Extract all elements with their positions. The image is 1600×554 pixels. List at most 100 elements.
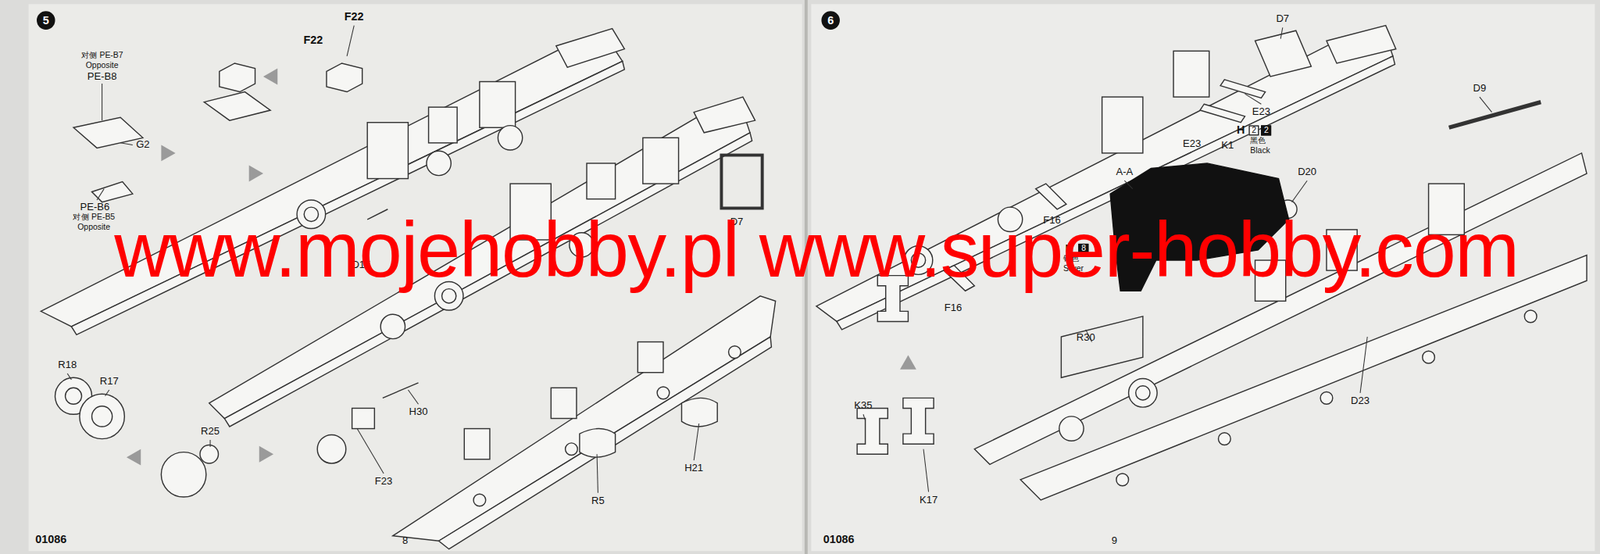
kit-number: 01086 <box>35 533 67 546</box>
part-number: H21 <box>684 463 704 475</box>
part-note: 对侧 PE-B5 <box>72 213 115 222</box>
loose-parts <box>382 382 419 399</box>
leader-line <box>923 449 929 493</box>
part-number: K35 <box>853 400 872 412</box>
chassis-frame <box>586 163 616 200</box>
chassis-frame <box>1116 473 1129 486</box>
part-number: D20 <box>1297 167 1317 179</box>
chassis-frame <box>728 346 742 359</box>
chassis-frame <box>1422 350 1436 364</box>
chassis-frame <box>392 296 776 541</box>
part-number: PE-B6 <box>80 201 111 213</box>
chassis-frame <box>637 342 664 373</box>
part-number: R30 <box>1076 332 1096 343</box>
leader-line <box>1124 180 1133 189</box>
loose-parts <box>721 155 762 209</box>
chassis-frame <box>1020 255 1587 500</box>
chassis-frame <box>1524 310 1537 323</box>
leader-line <box>105 389 110 397</box>
chassis-frame <box>657 386 670 400</box>
kit-number: 01086 <box>823 533 855 546</box>
chassis-frame <box>1102 96 1143 154</box>
part-number: F16 <box>944 303 963 315</box>
direction-arrow <box>160 144 175 161</box>
loose-parts <box>1220 79 1265 99</box>
leader-line <box>346 25 354 57</box>
loose-parts <box>65 387 83 404</box>
page-number: 9 <box>1111 535 1118 547</box>
leader-line <box>210 439 211 447</box>
loose-parts <box>681 397 718 427</box>
loose-parts <box>203 92 271 122</box>
part-number: R18 <box>57 360 77 372</box>
loose-parts <box>1200 103 1245 123</box>
chassis-frame <box>442 289 457 304</box>
leader-line <box>120 142 133 146</box>
paint-code: 2 <box>1260 125 1272 136</box>
loose-parts <box>92 181 133 202</box>
loose-parts <box>79 393 125 439</box>
chassis-frame <box>1128 378 1158 408</box>
leader-line <box>1280 27 1283 39</box>
leader-line <box>693 423 700 461</box>
paint-note: 黑色 <box>1250 136 1267 146</box>
direction-arrow <box>126 449 141 466</box>
loose-parts <box>73 117 143 148</box>
leader-line <box>863 414 866 421</box>
paint-code: 2 <box>1248 125 1260 136</box>
loose-parts <box>200 444 219 464</box>
loose-parts <box>579 428 616 458</box>
leader-line <box>96 189 104 200</box>
chassis-frame <box>556 28 625 68</box>
loose-parts <box>326 63 363 93</box>
part-number: F22 <box>303 35 324 47</box>
chassis-frame <box>71 60 625 335</box>
part-number: F23 <box>375 476 393 488</box>
paint-note: Black <box>1250 146 1271 156</box>
part-number: D23 <box>1350 395 1370 407</box>
chassis-frame <box>1218 432 1232 446</box>
loose-parts <box>55 30 1542 497</box>
direction-arrow <box>249 165 264 183</box>
chassis-frame <box>550 387 577 418</box>
leader-line <box>1360 336 1368 393</box>
loose-parts <box>1060 316 1143 378</box>
part-number: E23 <box>1182 138 1201 150</box>
chassis-frame <box>1135 385 1150 400</box>
loose-parts <box>903 397 934 444</box>
part-number: F22 <box>344 11 365 24</box>
chassis-frame <box>479 81 516 128</box>
direction-arrow <box>900 355 917 370</box>
chassis-frame <box>693 96 755 133</box>
page-number: 8 <box>402 535 408 547</box>
paint-code: H <box>1236 125 1245 137</box>
chassis-frame <box>642 137 679 184</box>
part-note: 对侧 PE-B7 <box>81 51 124 61</box>
part-number: D9 <box>1473 83 1487 95</box>
chassis-frame <box>1320 392 1333 405</box>
loose-parts <box>1255 30 1312 77</box>
loose-parts <box>219 63 256 93</box>
loose-parts <box>352 407 375 429</box>
chassis-frame <box>473 493 486 507</box>
leader-line <box>1244 93 1261 104</box>
part-number: R17 <box>100 376 119 388</box>
loose-parts <box>317 434 347 464</box>
leader-line <box>67 373 72 380</box>
leader-line <box>101 83 103 121</box>
loose-parts <box>92 406 113 427</box>
section-label: A-A <box>1115 167 1133 179</box>
chassis-frame <box>439 336 772 550</box>
part-number: E23 <box>1252 107 1271 118</box>
part-note: Opposite <box>77 223 111 233</box>
part-number: R25 <box>200 426 220 438</box>
leader-line <box>596 453 598 493</box>
part-number: G2 <box>135 139 150 151</box>
chassis-frame <box>40 25 1587 550</box>
direction-arrow <box>259 446 274 463</box>
loose-parts <box>857 407 888 454</box>
leader-line <box>1292 180 1308 202</box>
leader-line <box>1479 96 1493 113</box>
part-number: PE-B8 <box>87 71 118 83</box>
